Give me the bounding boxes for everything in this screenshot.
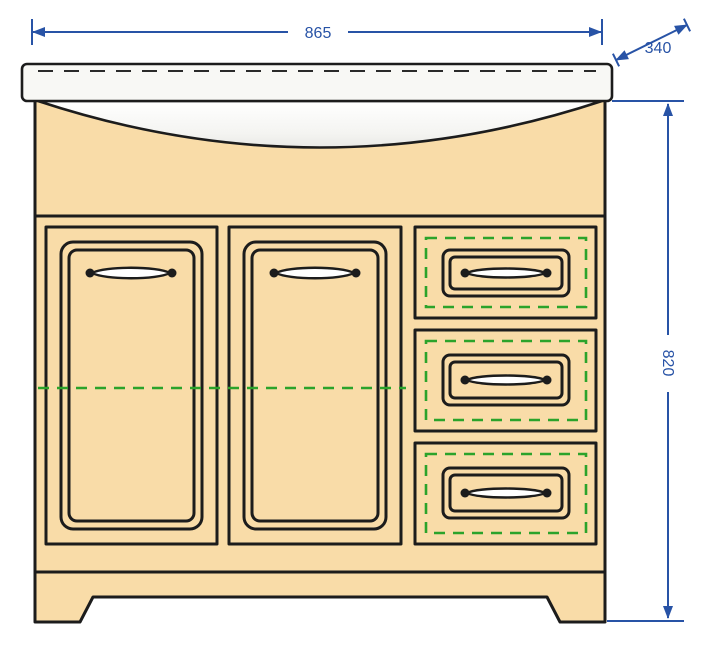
handle-end-cap <box>460 268 470 278</box>
drawer-top-panel-inner <box>448 255 564 291</box>
handle-end-cap <box>460 375 470 385</box>
drawer-middle-guide-dashed <box>424 339 588 422</box>
drawer-bottom-panel-outer <box>441 466 571 520</box>
door-left-handle <box>85 266 177 280</box>
door-left-panel-outer <box>59 240 204 531</box>
drawer-top-panel-outer <box>441 248 571 298</box>
handle-bar <box>273 266 357 280</box>
door-right <box>227 225 403 546</box>
drawer-top-handle <box>460 267 552 279</box>
door-right-front <box>227 225 403 546</box>
door-right-panel-outer <box>242 240 388 531</box>
height-dimension-label: 820 <box>659 350 676 377</box>
handle-bar <box>464 267 548 279</box>
handle-end-cap <box>460 488 470 498</box>
door-left-panel-inner <box>67 248 196 523</box>
drawer-top <box>413 225 598 320</box>
depth-dimension: 340 <box>612 18 691 67</box>
drawer-middle-handle <box>460 374 552 386</box>
handle-end-cap <box>351 268 361 278</box>
drawer-middle-front <box>413 328 598 433</box>
drawer-top-guide-dashed <box>424 236 588 309</box>
width-dimension: 865 <box>31 19 603 45</box>
handle-bar <box>464 374 548 386</box>
handle-bar <box>89 266 173 280</box>
drawer-middle <box>413 328 598 433</box>
handle-end-cap <box>269 268 279 278</box>
depth-dimension-label: 340 <box>645 40 672 57</box>
handle-end-cap <box>542 375 552 385</box>
door-right-handle <box>269 266 361 280</box>
door-left <box>44 225 219 546</box>
dimension-line <box>615 24 688 61</box>
countertop-slab <box>20 62 614 103</box>
handle-end-cap <box>542 488 552 498</box>
drawer-bottom-panel-inner <box>448 473 564 513</box>
cabinet-plinth-legs <box>33 570 607 624</box>
sink-bowl <box>37 99 603 149</box>
handle-bar <box>464 487 548 499</box>
handle-end-cap <box>167 268 177 278</box>
drawer-middle-panel-outer <box>441 353 571 407</box>
handle-end-cap <box>542 268 552 278</box>
door-right-panel-inner <box>250 248 380 523</box>
width-dimension-label: 865 <box>305 25 332 42</box>
drawer-bottom-guide-dashed <box>424 452 588 535</box>
countertop <box>20 62 614 103</box>
drawer-middle-panel-inner <box>448 360 564 400</box>
handle-end-cap <box>85 268 95 278</box>
door-left-front <box>44 225 219 546</box>
height-dimension: 820 <box>607 100 684 622</box>
drawer-bottom <box>413 441 598 546</box>
drawer-bottom-handle <box>460 487 552 499</box>
